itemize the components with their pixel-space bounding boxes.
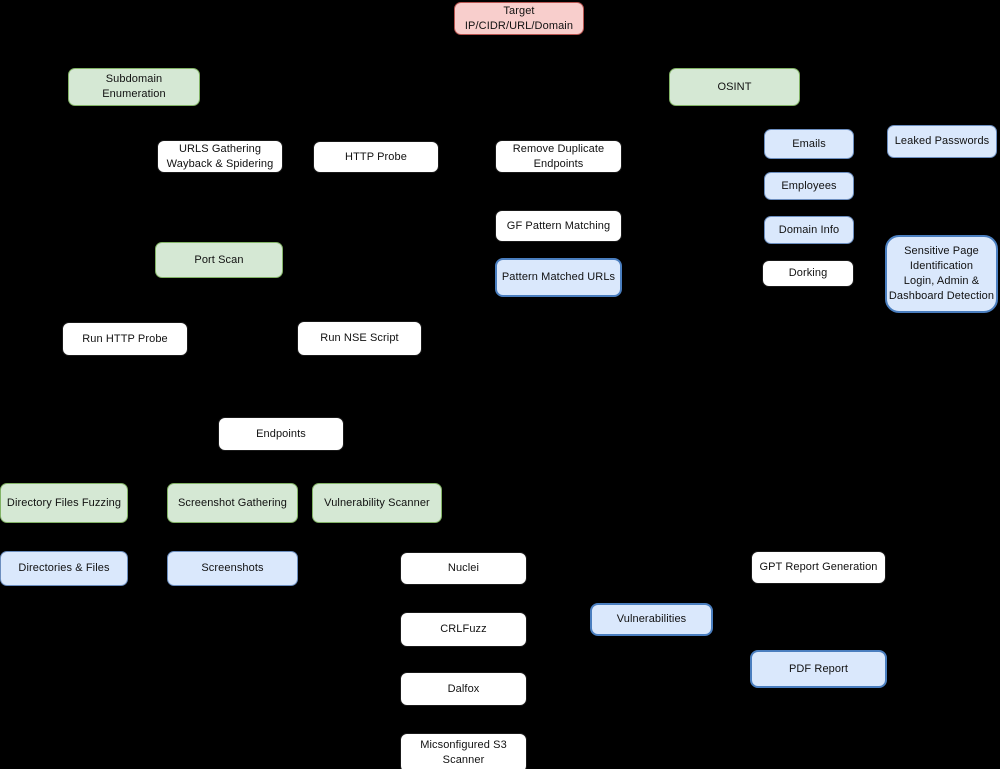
node-gpt-report-generation: GPT Report Generation (751, 551, 886, 584)
node-label: Directories & Files (18, 562, 110, 575)
node-urls-gathering: URLS Gathering Wayback & Spidering (157, 140, 283, 173)
node-label: Domain Info (778, 223, 840, 236)
node-gf-pattern-matching: GF Pattern Matching (495, 210, 622, 242)
node-domain-info: Domain Info (764, 216, 854, 244)
node-label: GPT Report Generation (759, 561, 878, 574)
node-label: Emails (792, 137, 826, 150)
node-label: Micsonfigured S3 Scanner (420, 739, 507, 766)
node-label: Sensitive Page Identification Login, Adm… (888, 245, 995, 302)
node-pattern-matched-urls: Pattern Matched URLs (495, 258, 622, 297)
node-run-http-probe: Run HTTP Probe (62, 322, 188, 356)
node-http-probe: HTTP Probe (313, 141, 439, 173)
node-label: Port Scan (194, 253, 244, 266)
node-emails: Emails (764, 129, 854, 159)
node-vulnerabilities: Vulnerabilities (590, 603, 713, 636)
node-sensitive-page-identification: Sensitive Page Identification Login, Adm… (885, 235, 998, 313)
node-remove-duplicate-endpoints: Remove Duplicate Endpoints (495, 140, 622, 173)
node-label: Dorking (788, 267, 828, 280)
node-employees: Employees (764, 172, 854, 200)
node-label: Dalfox (447, 682, 480, 695)
node-target: Target IP/CIDR/URL/Domain (454, 2, 584, 35)
node-osint: OSINT (669, 68, 800, 106)
node-directory-files-fuzzing: Directory Files Fuzzing (0, 483, 128, 523)
node-label: GF Pattern Matching (506, 219, 611, 232)
node-label: Nuclei (447, 562, 480, 575)
node-crlfuzz: CRLFuzz (400, 612, 527, 647)
node-vulnerability-scanner: Vulnerability Scanner (312, 483, 442, 523)
node-label: Target IP/CIDR/URL/Domain (464, 4, 574, 32)
node-port-scan: Port Scan (155, 242, 283, 278)
node-leaked-passwords: Leaked Passwords (887, 125, 997, 158)
node-run-nse-script: Run NSE Script (297, 321, 422, 356)
node-label: Screenshots (201, 562, 264, 575)
node-label: URLS Gathering Wayback & Spidering (166, 142, 274, 170)
node-label: HTTP Probe (345, 150, 407, 163)
node-label: OSINT (717, 80, 752, 93)
node-subdomain-enumeration: Subdomain Enumeration (68, 68, 200, 106)
node-label: Run NSE Script (320, 332, 399, 345)
node-label: Vulnerabilities (616, 613, 687, 626)
node-label: Pattern Matched URLs (501, 271, 616, 284)
node-pdf-report: PDF Report (750, 650, 887, 688)
node-dorking: Dorking (762, 260, 854, 287)
node-screenshot-gathering: Screenshot Gathering (167, 483, 298, 523)
node-label: Remove Duplicate Endpoints (512, 142, 605, 170)
node-directories-and-files: Directories & Files (0, 551, 128, 586)
node-label: Subdomain Enumeration (102, 73, 166, 100)
node-label: Leaked Passwords (894, 135, 990, 148)
node-dalfox: Dalfox (400, 672, 527, 706)
node-endpoints: Endpoints (218, 417, 344, 451)
node-label: Run HTTP Probe (82, 332, 168, 345)
node-label: Endpoints (256, 427, 306, 440)
node-label: CRLFuzz (440, 623, 487, 636)
node-label: Screenshot Gathering (177, 496, 287, 509)
node-label: Vulnerability Scanner (324, 496, 430, 509)
node-screenshots: Screenshots (167, 551, 298, 586)
node-label: PDF Report (788, 662, 849, 675)
node-label: Directory Files Fuzzing (6, 496, 122, 509)
node-label: Employees (781, 179, 837, 192)
node-misconfigured-s3-scanner: Micsonfigured S3 Scanner (400, 733, 527, 769)
node-nuclei: Nuclei (400, 552, 527, 585)
